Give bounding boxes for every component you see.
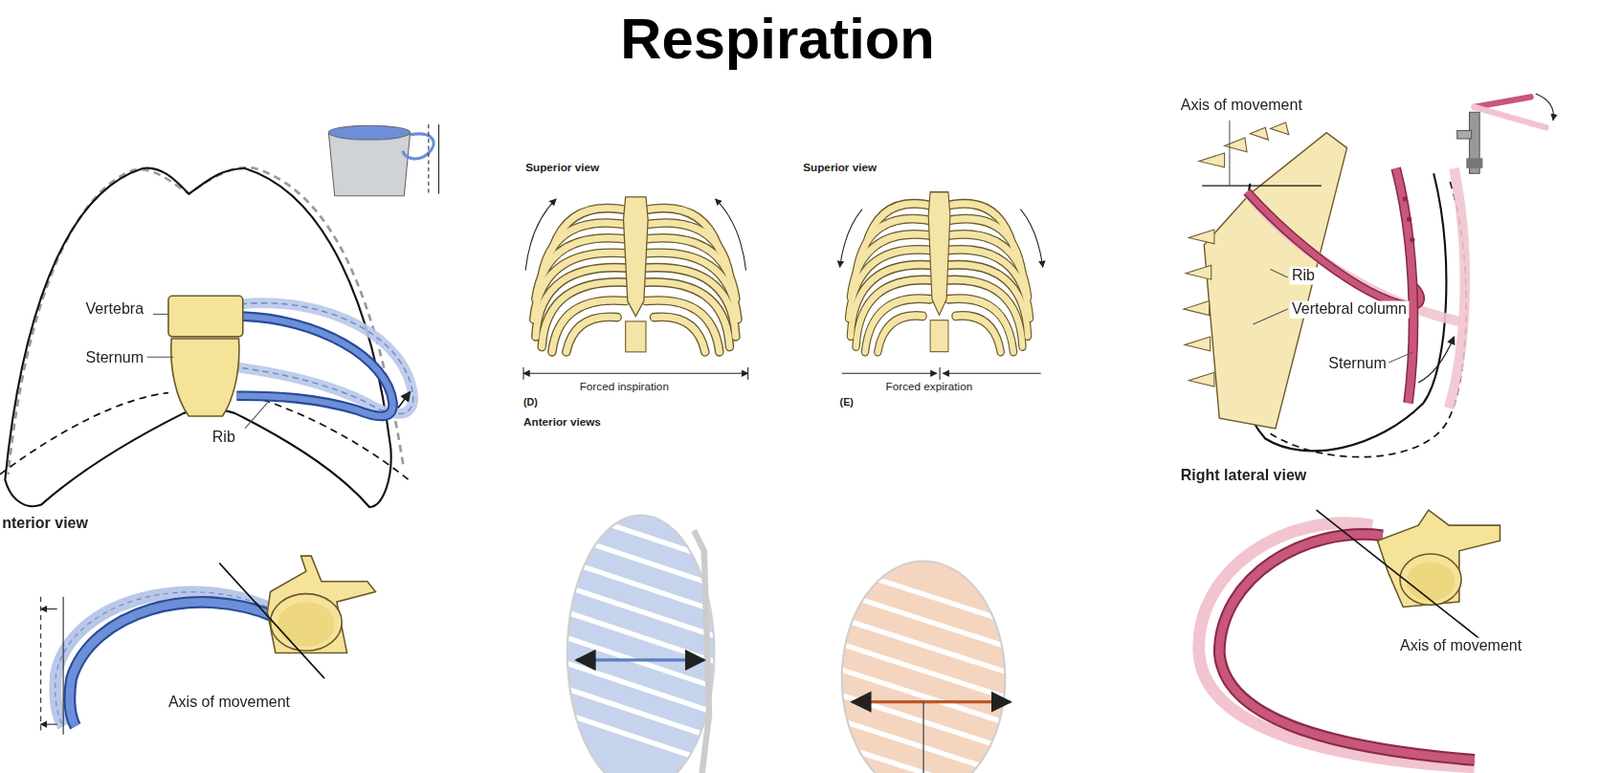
axis-label: Axis of movement — [166, 693, 292, 712]
view-label: nterior view — [0, 514, 90, 533]
caption-label: Forced inspiration — [577, 380, 672, 394]
view-label: Superior view — [800, 160, 879, 174]
view-label: Superior view — [523, 160, 601, 174]
caption-label: Forced expiration — [883, 380, 975, 394]
view-label: Anterior views — [521, 415, 603, 428]
part-label: Rib — [210, 428, 238, 446]
part-label: Vertebra — [83, 301, 146, 319]
axis-label: Axis of movement — [1398, 637, 1524, 655]
part-label: Rib — [1289, 266, 1317, 285]
part-label: Sternum — [83, 349, 146, 367]
part-label: Sternum — [1326, 355, 1389, 373]
axis-label: Axis of movement — [1178, 96, 1305, 114]
title: Respiration — [620, 10, 934, 68]
part-label: Vertebral column — [1289, 301, 1409, 319]
view-label: Right lateral view — [1178, 466, 1310, 485]
panel-letter: (D) — [521, 397, 540, 409]
panel-letter: (E) — [837, 397, 855, 409]
